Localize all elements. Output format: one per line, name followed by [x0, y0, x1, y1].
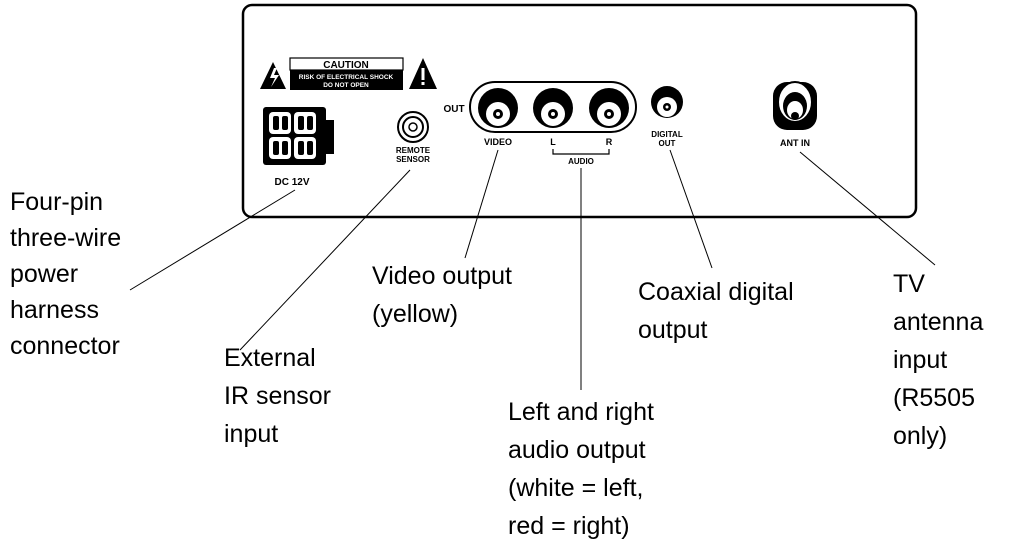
device-back-panel — [241, 3, 918, 219]
antenna-callout-line-4: (R5505 — [893, 384, 975, 412]
audio-callout-line-3: (white = left, — [508, 474, 643, 502]
antenna-input-jack — [773, 81, 817, 130]
audio-l-label: L — [550, 137, 556, 147]
caution-label: CAUTION RISK OF ELECTRICAL SHOCK DO NOT … — [260, 57, 437, 90]
out-jacks-outline — [469, 81, 637, 133]
remote-sensor-label-1: REMOTE — [396, 146, 431, 155]
digital-out-label-1: DIGITAL — [651, 130, 683, 139]
caution-title: CAUTION — [323, 60, 369, 71]
power-callout-line-3: power — [10, 260, 78, 288]
power-callout-line-1: Four-pin — [10, 188, 103, 216]
power-callout-line-5: connector — [10, 332, 120, 360]
remote-sensor-jack — [397, 111, 429, 143]
power-leader-line — [129, 189, 296, 291]
video-callout-line-2: (yellow) — [372, 300, 458, 328]
ir-callout-line-2: IR sensor — [224, 382, 331, 410]
audio-right-jack — [589, 88, 629, 128]
antenna-callout-line-5: only) — [893, 422, 947, 450]
audio-bracket — [552, 149, 610, 155]
digital-callout-line-1: Coaxial digital — [638, 278, 794, 306]
digital-out-label-2: OUT — [659, 139, 676, 148]
power-callout-line-4: harness — [10, 296, 99, 324]
audio-callout-line-2: audio output — [508, 436, 646, 464]
audio-group-label: AUDIO — [568, 157, 594, 166]
audio-callout-line-4: red = right) — [508, 512, 630, 540]
ir-callout-line-3: input — [224, 420, 278, 448]
ir-leader-line — [239, 169, 411, 351]
video-callout-line-1: Video output — [372, 262, 512, 290]
video-jack-label: VIDEO — [484, 137, 512, 147]
video-leader-line — [464, 149, 499, 259]
video-jack — [478, 88, 518, 128]
caution-line-2: DO NOT OPEN — [323, 82, 369, 89]
digital-leader-line — [669, 149, 713, 269]
ir-callout-line-1: External — [224, 344, 316, 372]
audio-callout-line-1: Left and right — [508, 398, 654, 426]
caution-line-1: RISK OF ELECTRICAL SHOCK — [299, 74, 394, 81]
dc-power-connector — [263, 107, 334, 165]
antenna-callout-line-1: TV — [893, 270, 925, 298]
lightning-bolt-icon — [270, 68, 279, 87]
power-callout-line-2: three-wire — [10, 224, 121, 252]
remote-sensor-label-2: SENSOR — [396, 155, 430, 164]
digital-out-jack — [651, 86, 683, 118]
antenna-leader-line — [799, 151, 936, 266]
antenna-callout-line-2: antenna — [893, 308, 983, 336]
audio-r-label: R — [606, 137, 613, 147]
ant-in-label: ANT IN — [780, 138, 810, 148]
digital-callout-line-2: output — [638, 316, 708, 344]
dc-12v-label: DC 12V — [274, 177, 309, 188]
antenna-callout-line-3: input — [893, 346, 947, 374]
out-label: OUT — [443, 104, 464, 115]
audio-left-jack — [533, 88, 573, 128]
